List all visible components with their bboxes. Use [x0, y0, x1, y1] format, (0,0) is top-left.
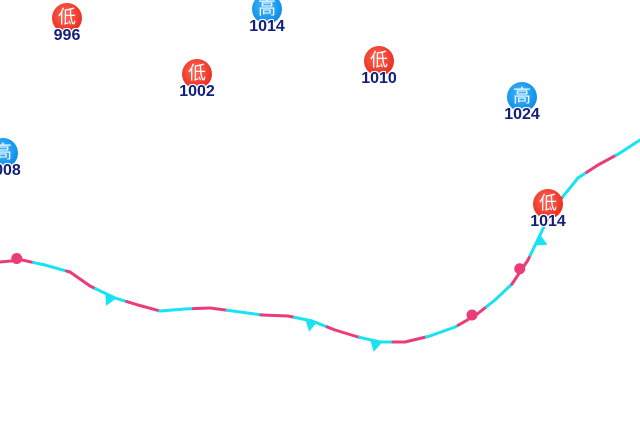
pressure-value: 1014	[530, 213, 566, 230]
front-segment	[113, 296, 129, 304]
front-segment	[474, 305, 489, 317]
front-segment	[20, 258, 36, 265]
front-segment	[563, 176, 580, 196]
front-segment	[333, 328, 360, 339]
low-pressure-center: 低 1010	[361, 46, 397, 87]
low-symbol: 低	[533, 189, 563, 219]
front-segment	[618, 138, 640, 155]
front-segment	[585, 163, 600, 174]
front-segment	[485, 298, 497, 309]
high-pressure-center: 高 1024	[504, 82, 540, 123]
front-segment	[358, 335, 382, 344]
front-segment	[493, 282, 514, 302]
low-pressure-center: 低 996	[52, 3, 82, 44]
pressure-value: 1010	[361, 70, 397, 87]
high-symbol: 高	[252, 0, 282, 24]
warm-front-semicircle	[466, 309, 478, 321]
front-segment	[68, 270, 92, 288]
warm-front-semicircle	[514, 263, 526, 275]
pressure-value: 1024	[504, 106, 540, 123]
cold-front-triangle	[105, 293, 117, 306]
front-segment	[158, 307, 187, 313]
front-segment	[260, 313, 290, 318]
front-segment	[428, 325, 457, 338]
low-pressure-center: 低 1002	[179, 59, 215, 100]
pressure-value: 996	[53, 27, 81, 44]
pressure-value: 1008	[0, 162, 21, 179]
front-segment	[43, 263, 69, 273]
high-symbol: 高	[507, 82, 537, 112]
low-pressure-center: 低 1014	[530, 189, 566, 230]
front-segment	[208, 306, 229, 312]
front-segment	[238, 310, 263, 317]
cold-front-triangle	[534, 234, 548, 246]
front-segment	[136, 303, 161, 313]
front-segment	[596, 153, 618, 167]
cold-front-triangle	[305, 319, 318, 332]
low-symbol: 低	[182, 59, 212, 89]
front-segment	[32, 261, 47, 267]
cold-front-triangle	[370, 339, 382, 352]
front-segment	[538, 223, 547, 237]
low-symbol: 低	[364, 46, 394, 76]
low-symbol: 低	[52, 3, 82, 33]
front-segment	[191, 306, 212, 311]
pressure-value: 1002	[179, 83, 215, 100]
front-segment	[403, 335, 428, 344]
pressure-value: 1014	[249, 18, 285, 35]
front-segment	[293, 315, 314, 323]
front-segment	[125, 300, 140, 307]
front-segment	[576, 170, 589, 180]
high-pressure-center: 高 1014	[249, 0, 285, 35]
high-pressure-center: 高 1008	[0, 138, 21, 179]
high-symbol: 高	[0, 138, 18, 168]
warm-front-semicircle	[11, 252, 23, 264]
front-segment	[225, 308, 242, 314]
